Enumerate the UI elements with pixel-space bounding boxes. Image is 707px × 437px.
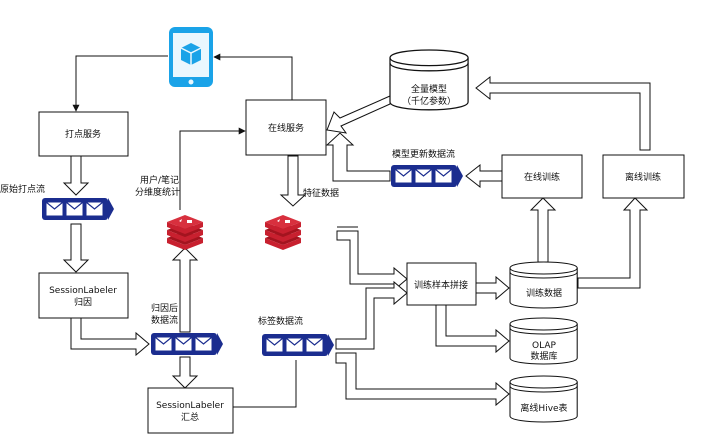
model-update-stream-label: 模型更新数据流 [392, 148, 455, 160]
offline-training-box: 离线训练 [602, 154, 685, 199]
arrow-stream-to-summary [171, 356, 199, 389]
full-model-sublabel: （千亿参数） [402, 95, 456, 107]
session-labeler-attr-box: SessionLabeler 归因 [38, 272, 129, 319]
raw-stream-label: 原始打点流 [0, 183, 45, 195]
olap-label: OLAP [532, 341, 556, 351]
session-labeler-attr-sublabel: 归因 [74, 296, 92, 308]
hollow-arrows [62, 75, 651, 407]
session-labeler-summary-box: SessionLabeler 汇总 [147, 387, 234, 434]
attributed-stream-queue [150, 332, 224, 356]
arrow-raw-to-attr [62, 223, 90, 273]
arrow-model-to-online [326, 95, 391, 134]
label-stream-label: 标签数据流 [258, 315, 303, 327]
training-data-label: 训练数据 [526, 287, 562, 299]
arrow-feature-to-join [336, 230, 408, 292]
offline-training-label: 离线训练 [625, 171, 661, 183]
mobile-device-icon [169, 27, 213, 87]
arrow-join-to-data [475, 275, 510, 301]
arrow-data-to-offline-train [577, 197, 649, 289]
online-training-label: 在线训练 [524, 171, 560, 183]
full-model-label: 全量模型 [411, 83, 447, 95]
sample-join-label: 训练样本拼接 [414, 279, 468, 291]
raw-stream-queue [41, 197, 115, 221]
attributed-stream-label: 归因后 [151, 302, 178, 314]
online-service-box: 在线服务 [245, 99, 327, 156]
arrow-label-to-join [335, 280, 408, 350]
feature-data-label: 特征数据 [303, 187, 339, 199]
arrow-label-to-hive [335, 352, 510, 407]
label-stream-queue [261, 333, 335, 357]
arrow-data-to-online-train [529, 197, 557, 263]
arrow-stats-to-online [179, 127, 246, 210]
arrow-update-to-online [325, 132, 391, 182]
arrow-offline-to-model [475, 75, 651, 151]
olap-db: OLAP 数据库 [509, 317, 578, 365]
offline-hive-db: 离线Hive表 [509, 375, 578, 423]
online-training-box: 在线训练 [501, 154, 583, 199]
track-service-box: 打点服务 [38, 111, 129, 157]
thin-arrows [72, 53, 358, 408]
online-service-label: 在线服务 [268, 122, 304, 134]
full-model-db: 全量模型 （千亿参数） [389, 49, 469, 111]
model-update-stream-queue [390, 164, 464, 188]
arrow-device-to-track [72, 55, 168, 112]
arrow-stream-to-stats [171, 247, 199, 333]
arrow-attr-to-stream [70, 317, 150, 357]
track-service-label: 打点服务 [65, 128, 101, 140]
user-note-stats-sublabel: 分维度统计 [135, 186, 180, 198]
offline-hive-label: 离线Hive表 [520, 402, 567, 414]
user-note-stats-label: 用户/笔记 [140, 174, 179, 186]
attributed-stream-sublabel: 数据流 [151, 314, 178, 326]
arrow-join-to-olap [435, 304, 510, 354]
arrow-train-to-update [465, 163, 503, 189]
stats-redis-icon [167, 215, 203, 250]
session-labeler-summary-sublabel: 汇总 [181, 411, 199, 423]
session-labeler-attr-label: SessionLabeler [49, 286, 117, 296]
feature-redis-icon [265, 215, 301, 250]
arrow-online-to-feature [279, 155, 307, 207]
arrow-track-to-raw [62, 155, 90, 196]
sample-join-box: 训练样本拼接 [406, 262, 477, 306]
training-data-db: 训练数据 [509, 261, 578, 309]
arrow-summary-to-label [233, 360, 297, 408]
olap-sublabel: 数据库 [530, 350, 557, 362]
arrow-online-to-device [213, 53, 293, 100]
session-labeler-summary-label: SessionLabeler [156, 401, 224, 411]
